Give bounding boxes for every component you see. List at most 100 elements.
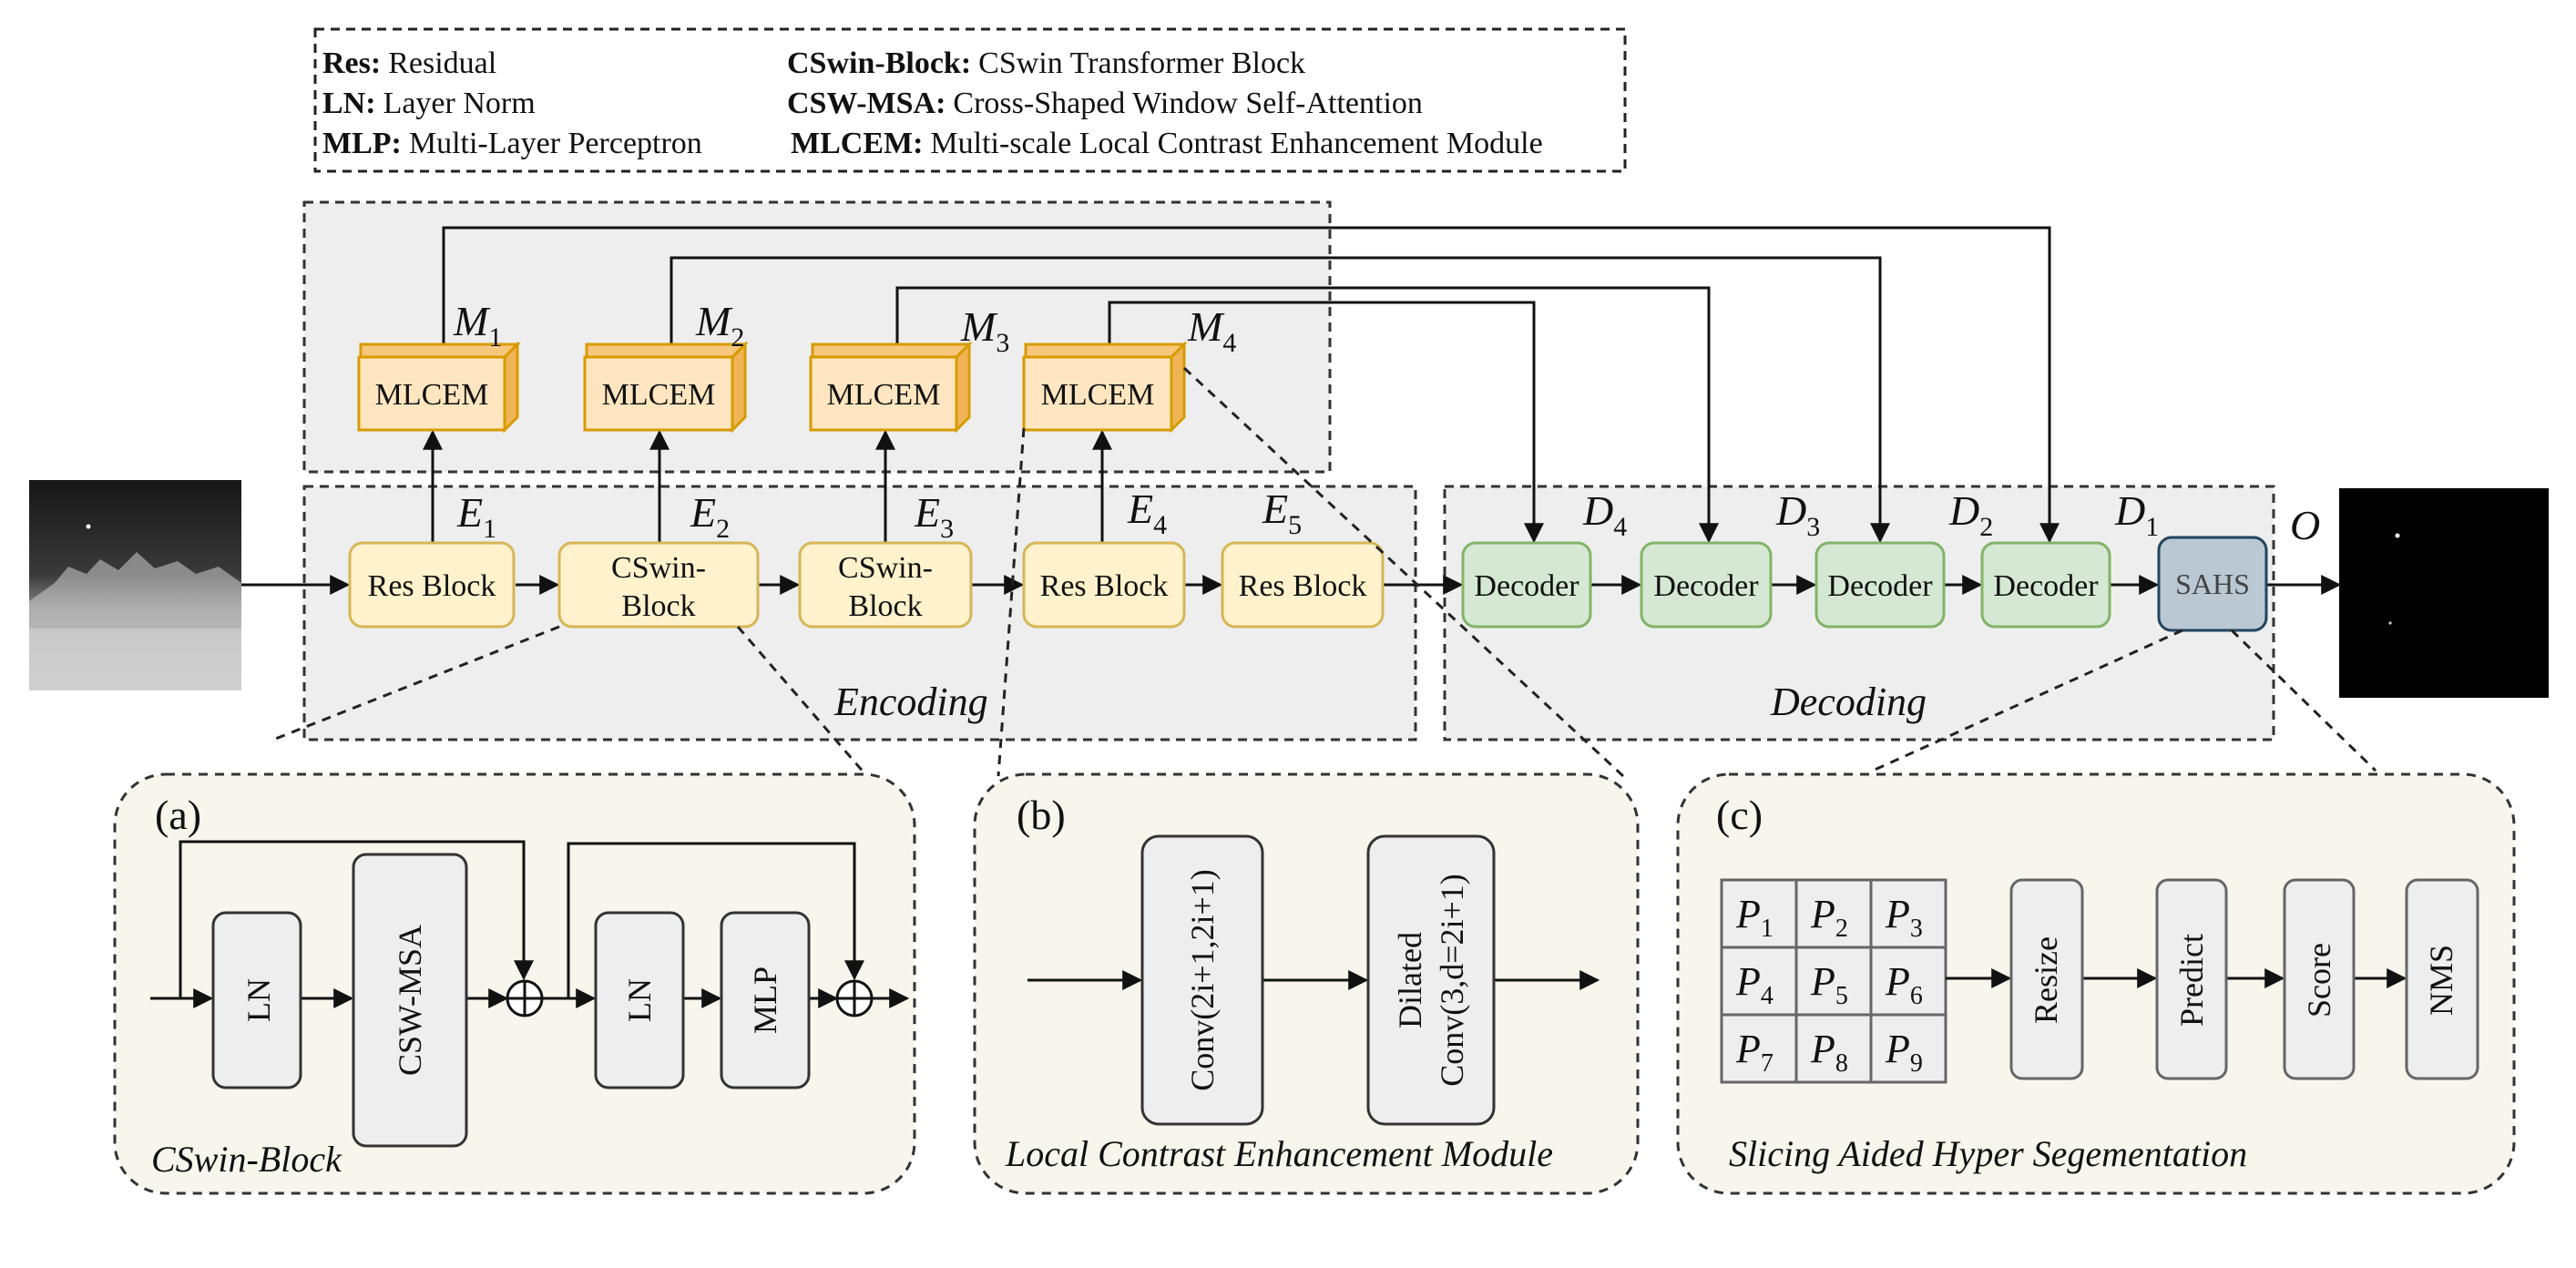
e-label-2: E2 [690,489,730,544]
panel-b-caption: Local Contrast Enhancement Module [1005,1133,1553,1174]
panel-c-tag: (c) [1716,792,1763,838]
sahs-block: SAHS [2157,536,2268,632]
score-box [2283,878,2356,1080]
csw-msa-box [352,853,468,1148]
patch-8: P8 [1810,1027,1848,1078]
resize-box [2009,878,2084,1080]
m-label-3: M3 [960,303,1009,358]
decoder-block-4: Decoder [1980,541,2111,629]
legend: Res:Residual LN:Layer Norm MLP:Multi-Lay… [313,27,1627,173]
d-label-3: D3 [1775,487,1820,542]
mlcem-label-2: MLCEM [602,378,716,412]
legend-item-res: Res:Residual [322,46,496,80]
panel-a: (a) CSwin-Block LN CSW-MSA LN [113,772,916,1195]
dilated-conv-label-1: Dilated [1392,932,1428,1028]
panel-c-caption: Slicing Aided Hyper Segementation [1729,1133,2247,1174]
encoder-block-2: CSwin- Block [557,541,760,629]
encoder-block-3-label-1: CSwin- [838,551,933,585]
d-label-4: D4 [1582,487,1627,542]
panel-b-tag: (b) [1017,792,1066,838]
mlcem-label-3: MLCEM [827,378,941,412]
predict-label: Predict [2173,934,2210,1027]
output-image [2339,488,2549,698]
m-label-2: M2 [695,298,744,353]
conv-label: Conv(2i+1,2i+1) [1184,869,1221,1091]
e-label-5: E5 [1262,486,1302,540]
ln-box-2 [594,911,685,1089]
m-label-1: M1 [453,298,502,353]
dilated-conv-box [1366,834,1496,1126]
encoder-block-3-label-2: Block [848,589,922,623]
legend-item-ln: LN:Layer Norm [322,87,536,120]
decoder-label-2: Decoder [1653,569,1759,603]
legend-item-cswin: CSwin-Block:CSwin Transformer Block [787,46,1305,80]
decoding-label: Decoding [1770,680,1927,724]
encoder-block-1-label: Res Block [368,569,496,603]
patch-3: P3 [1885,892,1923,943]
ln-label-2: LN [621,978,658,1022]
panel-b: (b) Local Contrast Enhancement Module Co… [973,772,1640,1195]
patch-4: P4 [1735,959,1774,1010]
resize-label: Resize [2028,936,2064,1024]
ln-box-1 [211,911,302,1089]
sahs-label: SAHS [2175,568,2250,600]
score-label: Score [2301,943,2337,1017]
decoder-label-1: Decoder [1474,569,1579,603]
dilated-conv-label-2: Conv(3,d=2i+1) [1434,874,1470,1087]
d-label-1: D1 [2114,487,2159,542]
patch-5: P5 [1810,959,1848,1010]
mlcem-block-2: MLCEM [583,341,749,434]
input-image [29,480,241,690]
skip-connections [442,226,2060,544]
patch-7: P7 [1735,1027,1774,1078]
predict-box [2155,878,2228,1080]
e-label-3: E3 [914,489,954,544]
encoder-block-3: CSwin- Block [798,541,973,629]
csw-msa-label: CSW-MSA [392,925,428,1076]
mlp-label: MLP [747,966,783,1034]
panel-c: (c) Slicing Aided Hyper Segementation P1… [1676,772,2516,1195]
panel-a-tag: (a) [155,792,201,838]
patch-6: P6 [1885,959,1923,1010]
encoder-block-5: Res Block [1221,541,1385,629]
mlp-box [720,911,811,1089]
d-label-2: D2 [1948,487,1993,542]
legend-item-cswmsa: CSW-MSA:Cross-Shaped Window Self-Attenti… [787,87,1423,120]
mlcem-label-1: MLCEM [375,378,489,412]
patch-9: P9 [1885,1027,1923,1078]
legend-item-mlp: MLP:Multi-Layer Perceptron [322,127,702,160]
decoder-block-1: Decoder [1461,541,1592,629]
e-label-1: E1 [456,489,496,544]
decoder-block-2: Decoder [1640,541,1773,629]
encoder-to-mlcem-arrows [423,429,1112,545]
patch-grid: P1 P2 P3 P4 P5 P6 P7 P8 P9 [1720,878,1947,1084]
mlcem-block-4: MLCEM [1022,341,1188,434]
legend-item-mlcem: MLCEM:Multi-scale Local Contrast Enhance… [791,127,1543,160]
plus-circle-2 [835,979,874,1017]
conv-box [1140,834,1264,1126]
encoder-block-1: Res Block [348,541,516,629]
panel-a-caption: CSwin-Block [151,1139,342,1180]
encoding-label: Encoding [833,680,988,724]
patch-1: P1 [1735,892,1774,943]
m-label-4: M4 [1187,303,1236,358]
decoder-block-3: Decoder [1814,541,1946,629]
mlcem-label-4: MLCEM [1041,378,1155,412]
encoder-block-4-label: Res Block [1040,569,1169,603]
decoder-label-3: Decoder [1827,569,1933,603]
output-label: O [2290,502,2320,548]
nms-box [2405,878,2479,1080]
e-label-4: E4 [1127,486,1167,540]
encoder-block-5-label: Res Block [1239,569,1367,603]
mlcem-block-3: MLCEM [809,341,973,434]
decoder-label-4: Decoder [1993,569,2099,603]
mlcem-block-1: MLCEM [357,341,521,434]
ln-label-1: LN [240,978,277,1022]
plus-circle-1 [506,979,544,1017]
nms-label: NMS [2423,945,2459,1016]
encoder-block-2-label-1: CSwin- [611,551,706,585]
patch-2: P2 [1810,892,1848,943]
encoder-block-2-label-2: Block [621,589,695,623]
